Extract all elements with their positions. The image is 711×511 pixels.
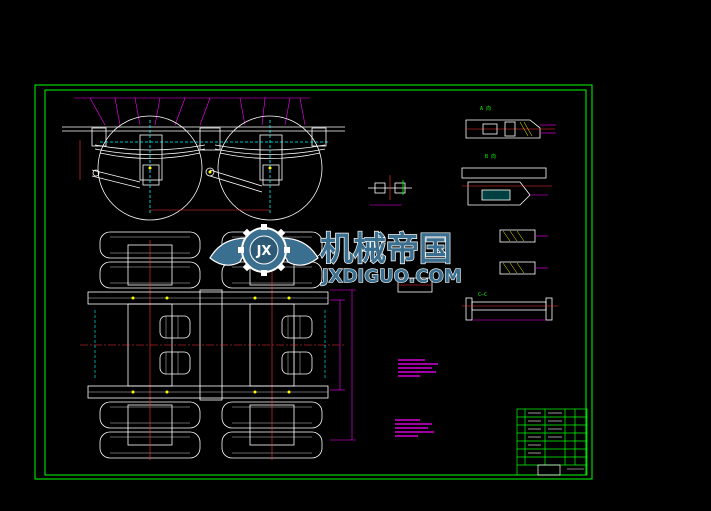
detail-small-bracket xyxy=(368,175,412,206)
detail-b-label: B 向 xyxy=(485,153,496,160)
section-c-view xyxy=(397,229,548,293)
watermark-logo: JX xyxy=(209,224,319,276)
plan-view xyxy=(80,231,356,460)
watermark-logo-letters: JX xyxy=(256,244,272,259)
watermark-chinese: 机械帝国 xyxy=(320,229,452,268)
inner-border xyxy=(44,89,587,476)
detail-pin-view: C—C xyxy=(462,292,558,321)
detail-b-view: B 向 xyxy=(461,153,552,206)
title-block xyxy=(516,408,588,476)
side-elevation-view xyxy=(62,97,345,221)
outer-border xyxy=(34,84,593,480)
detail-a-view: A 向 xyxy=(465,105,556,139)
section-c-label: C—C xyxy=(478,292,487,298)
technical-notes xyxy=(395,359,438,437)
detail-a-label: A 向 xyxy=(480,105,491,112)
watermark-domain: JXDIGUO.COM xyxy=(320,266,462,287)
